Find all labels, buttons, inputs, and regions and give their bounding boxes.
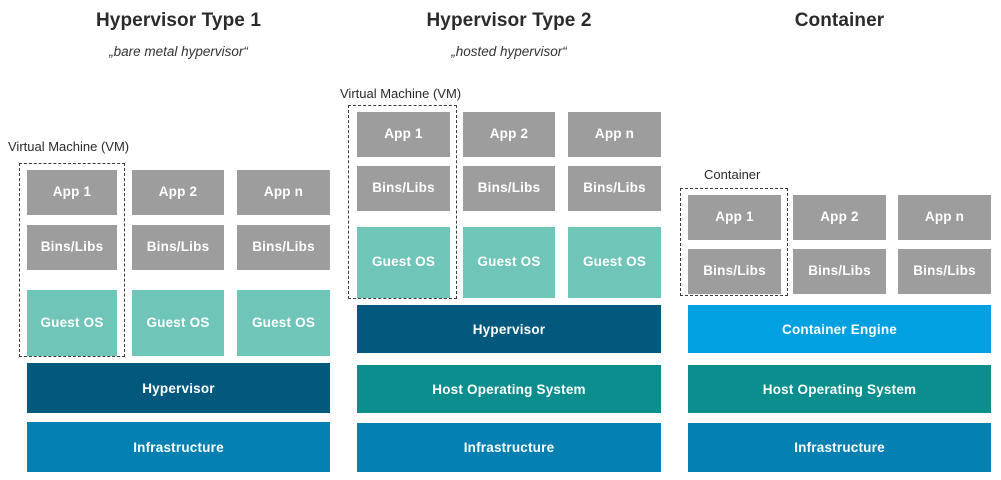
column-2-group-label: Virtual Machine (VM) xyxy=(340,86,462,101)
column-2-stack-2-app: App 2 xyxy=(463,112,555,157)
column-2-stack-3-guest-os: Guest OS xyxy=(568,227,661,298)
column-3-bar-host-operating-system: Host Operating System xyxy=(688,365,991,413)
column-3-stack-2-app: App 2 xyxy=(793,195,886,240)
column-3-stack-1-bins: Bins/Libs xyxy=(688,249,781,294)
column-2-title: Hypervisor Type 2 xyxy=(426,10,592,31)
column-1-stack-3-guest-os: Guest OS xyxy=(237,290,330,356)
column-1-title: Hypervisor Type 1 xyxy=(95,10,262,31)
column-1-stack-3-bins: Bins/Libs xyxy=(237,225,330,270)
column-3-stack-2-bins: Bins/Libs xyxy=(793,249,886,294)
column-3-stack-3-app: App n xyxy=(898,195,991,240)
column-2-bar-hypervisor: Hypervisor xyxy=(357,305,661,353)
column-2-stack-1-bins: Bins/Libs xyxy=(357,166,450,211)
column-3-stack-3-bins: Bins/Libs xyxy=(898,249,991,294)
column-2-vm-boundary xyxy=(348,105,457,299)
column-1-stack-1-app: App 1 xyxy=(27,170,117,215)
column-1-bar-infrastructure: Infrastructure xyxy=(27,422,330,472)
column-1-stack-1-bins: Bins/Libs xyxy=(27,225,117,270)
column-3-container-boundary xyxy=(680,188,788,296)
column-2-stack-2-bins: Bins/Libs xyxy=(463,166,555,211)
column-3-stack-1-app: App 1 xyxy=(688,195,781,240)
column-1-stack-2-bins: Bins/Libs xyxy=(132,225,224,270)
column-3-bar-container-engine: Container Engine xyxy=(688,305,991,353)
column-1-group-label: Virtual Machine (VM) xyxy=(8,139,130,154)
column-1-stack-2-app: App 2 xyxy=(132,170,224,215)
column-2-bar-host-operating-system: Host Operating System xyxy=(357,365,661,413)
column-2-stack-3-app: App n xyxy=(568,112,661,157)
column-2-stack-2-guest-os: Guest OS xyxy=(463,227,555,298)
column-2-stack-1-app: App 1 xyxy=(357,112,450,157)
column-2-bar-infrastructure: Infrastructure xyxy=(357,423,661,472)
column-1-stack-2-guest-os: Guest OS xyxy=(132,290,224,356)
column-2-subtitle: „hosted hypervisor“ xyxy=(451,44,567,59)
column-1-bar-hypervisor: Hypervisor xyxy=(27,363,330,413)
column-3-bar-infrastructure: Infrastructure xyxy=(688,423,991,472)
column-2-stack-1-guest-os: Guest OS xyxy=(357,227,450,298)
column-1-vm-boundary xyxy=(19,163,125,357)
column-1-subtitle: „bare metal hypervisor“ xyxy=(109,44,248,59)
column-3-group-label: Container xyxy=(704,167,761,182)
column-1-stack-3-app: App n xyxy=(237,170,330,215)
column-2-stack-3-bins: Bins/Libs xyxy=(568,166,661,211)
column-1-stack-1-guest-os: Guest OS xyxy=(27,290,117,356)
column-3-title: Container xyxy=(794,10,885,31)
